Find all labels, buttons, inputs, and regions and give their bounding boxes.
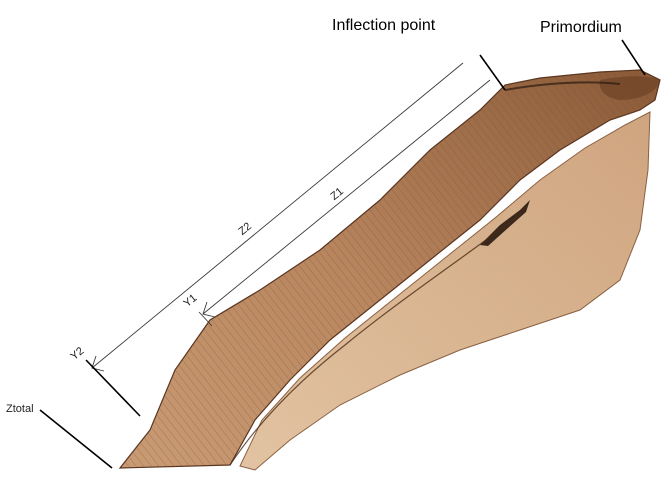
- z1-label: Z1: [328, 185, 346, 202]
- z2-label: Z2: [236, 220, 254, 237]
- y1-tick: [199, 312, 212, 326]
- primordium-label: Primordium: [540, 19, 622, 36]
- y2-callout-line: [86, 360, 140, 416]
- y2-label: Y2: [68, 345, 86, 363]
- inflection-point-label: Inflection point: [332, 17, 436, 34]
- ztotal-callout-line: [40, 410, 112, 468]
- ztotal-label: Ztotal: [6, 403, 34, 415]
- y1-label: Y1: [181, 292, 199, 310]
